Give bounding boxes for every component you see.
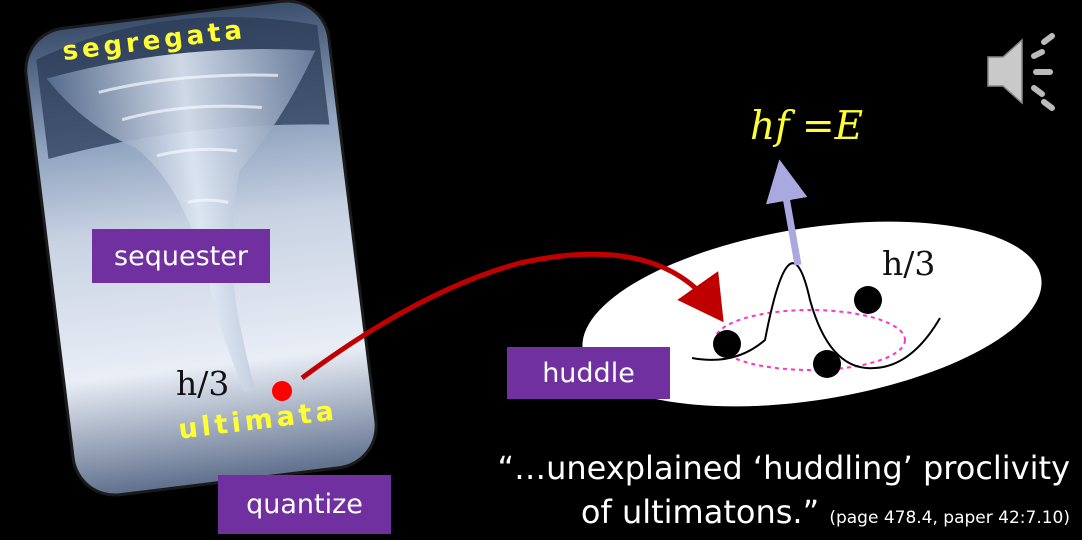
ellipse-quantum-label: h/3 xyxy=(882,244,936,283)
ultimaton-dot xyxy=(713,330,741,358)
tornado-funnel xyxy=(46,49,316,392)
ultimaton-dot xyxy=(813,350,841,378)
sequester-label: sequester xyxy=(92,229,270,283)
quote-line2: of ultimatons.” xyxy=(580,493,820,531)
quote-line2-row: of ultimatons.” (page 478.4, paper 42:7.… xyxy=(498,490,1070,540)
quote-block: “…unexplained ‘huddling’ proclivity of u… xyxy=(498,446,1070,540)
quote-line1: “…unexplained ‘huddling’ proclivity xyxy=(497,449,1070,487)
ultimaton-red-dot xyxy=(272,381,292,401)
energy-equation: hf =E xyxy=(750,104,864,149)
huddle-label: huddle xyxy=(507,347,670,399)
ultimaton-dot xyxy=(854,286,882,314)
speaker-icon[interactable] xyxy=(987,33,1055,111)
quote-citation: (page 478.4, paper 42:7.10) xyxy=(829,508,1070,528)
quantize-arrow xyxy=(300,251,724,381)
huddle-ellipse xyxy=(582,221,1042,407)
photon-arrow xyxy=(765,159,808,266)
card-quantum-label: h/3 xyxy=(176,364,230,403)
energy-wave xyxy=(691,262,941,370)
quantize-label: quantize xyxy=(218,475,391,534)
